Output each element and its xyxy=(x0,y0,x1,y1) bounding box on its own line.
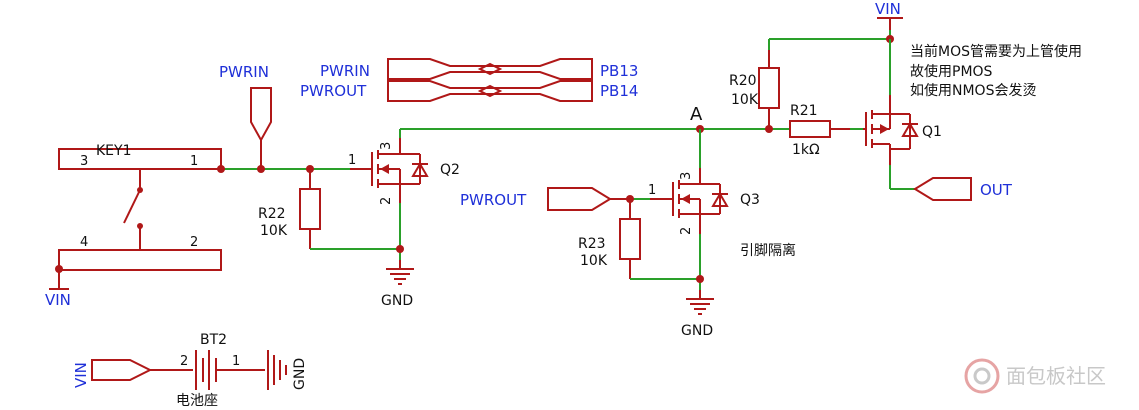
q2-pin3: 3 xyxy=(379,142,394,150)
q3-pin3: 3 xyxy=(679,172,694,180)
key1-ref: KEY1 xyxy=(96,143,132,159)
q3-pin1: 1 xyxy=(648,183,656,198)
bt2-pin2: 2 xyxy=(180,354,188,369)
net-tie-pwrout-pb14: PWROUT PB14 xyxy=(300,80,638,102)
q2-pin2: 2 xyxy=(379,197,394,205)
bt2-ref: BT2 xyxy=(200,332,227,348)
note-pmos-line1: 当前MOS管需要为上管使用 xyxy=(910,43,1082,60)
node-a-label: A xyxy=(690,104,703,125)
wire-top-rail xyxy=(399,125,790,138)
r23-resistor: R23 10K xyxy=(578,199,641,279)
pwrin-label: PWRIN xyxy=(219,63,269,81)
r23-ref: R23 xyxy=(578,236,606,252)
pwrout-ref-label: PWROUT xyxy=(300,82,367,100)
pwrin-port: PWRIN xyxy=(219,63,272,169)
vin-key-terminal: VIN xyxy=(45,265,71,309)
note-pmos-line3: 如使用NMOS会发烫 xyxy=(910,82,1036,99)
watermark-text: 面包板社区 xyxy=(1006,364,1106,388)
r22-resistor: R22 10K xyxy=(258,169,321,249)
bt2-caption: 电池座 xyxy=(176,393,218,409)
note-pmos-line2: 故使用PMOS xyxy=(910,63,993,80)
r22-value: 10K xyxy=(260,223,288,239)
r20-ref: R20 xyxy=(729,73,757,89)
pb13-label: PB13 xyxy=(600,62,638,80)
note-isolation: 引脚隔离 xyxy=(740,242,796,259)
bt2-pin1: 1 xyxy=(232,354,240,369)
key1-pin1: 1 xyxy=(190,154,198,169)
vin-top-terminal: VIN xyxy=(875,0,903,30)
wire-key-to-q2 xyxy=(217,165,350,173)
bt2-battery: BT2 2 1 电池座 xyxy=(176,332,265,409)
r20-resistor: R20 10K xyxy=(729,50,780,129)
q3-pin2: 2 xyxy=(679,227,694,235)
q3-mosfet: 1 2 3 Q3 xyxy=(648,168,760,235)
gnd-bat-label: GND xyxy=(292,358,308,390)
gnd-bat-symbol: GND xyxy=(267,350,308,390)
key1-pin4: 4 xyxy=(80,235,88,250)
key1-pin3: 3 xyxy=(80,154,88,169)
vin-bat-label: VIN xyxy=(72,362,90,388)
out-port: OUT xyxy=(913,177,1013,201)
net-tie-pwrin-pb13: PWRIN PB13 xyxy=(320,58,638,80)
junction-q2-gnd xyxy=(396,245,404,253)
q2-ref: Q2 xyxy=(440,162,460,178)
q3-ref: Q3 xyxy=(740,192,760,208)
q2-pin1: 1 xyxy=(348,153,356,168)
gnd-q3-symbol: GND xyxy=(681,290,714,339)
pwrin-ref-label: PWRIN xyxy=(320,62,370,80)
q2-mosfet: 1 2 3 Q2 xyxy=(348,138,460,205)
r23-value: 10K xyxy=(580,253,608,269)
r22-ref: R22 xyxy=(258,206,286,222)
pwrout-q3-label: PWROUT xyxy=(460,191,527,209)
r21-value: 1kΩ xyxy=(792,142,820,158)
r21-resistor: R21 1kΩ xyxy=(789,103,850,158)
key1-pin2: 2 xyxy=(190,235,198,250)
vin-bat-port: VIN xyxy=(72,359,193,388)
key1-switch: KEY1 3 1 4 2 xyxy=(58,143,222,271)
q1-mosfet: Q1 xyxy=(863,95,942,165)
vin-top-label: VIN xyxy=(875,0,901,18)
gnd-q2-label: GND xyxy=(381,293,413,309)
q1-ref: Q1 xyxy=(922,124,942,140)
gnd-q3-label: GND xyxy=(681,323,713,339)
pwrout-q3-port: PWROUT xyxy=(460,187,630,211)
vin-key-label: VIN xyxy=(45,291,71,309)
junction-q3-gnd xyxy=(696,275,704,283)
watermark: 面包板社区 xyxy=(964,358,1106,394)
r20-value: 10K xyxy=(731,92,759,108)
gnd-q2-symbol: GND xyxy=(381,260,414,309)
out-label: OUT xyxy=(980,181,1013,199)
pb14-label: PB14 xyxy=(600,82,638,100)
r21-ref: R21 xyxy=(790,103,818,119)
